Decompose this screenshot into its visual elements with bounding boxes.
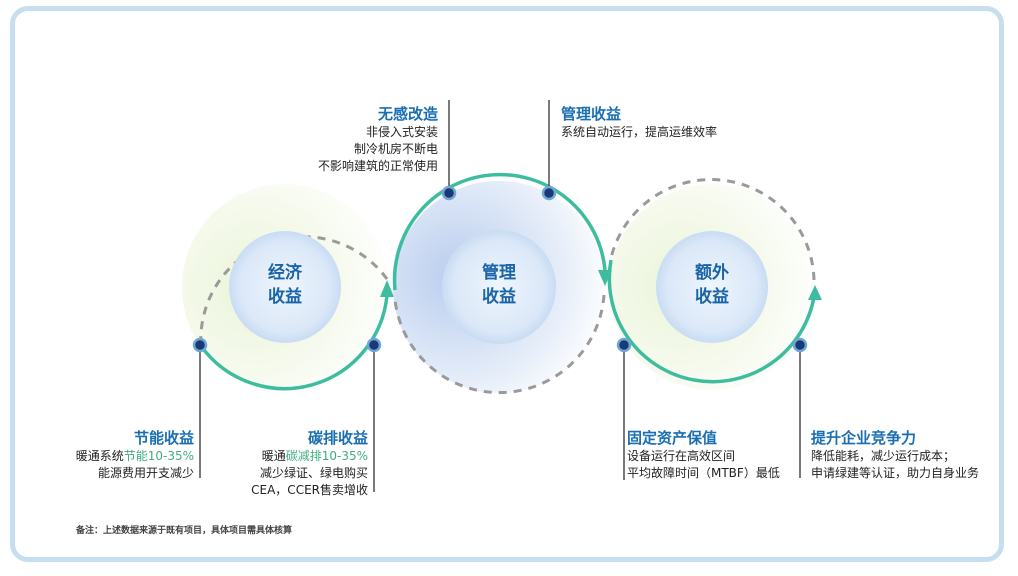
label-tanpai-highlight: 碳减排10-35% xyxy=(285,449,368,463)
label-tanpai-line2: 减少绿证、绿电购买 xyxy=(259,466,368,480)
label-tanpai-line1: 暖通碳减排10-35% xyxy=(251,448,368,465)
label-guanli-line: 系统自动运行，提高运维效率 xyxy=(561,125,718,139)
footnote: 备注：上述数据来源于既有项目，具体项目需具体核算 xyxy=(76,526,293,536)
marker-dots xyxy=(192,185,808,353)
label-tanpai-pre: 暖通 xyxy=(261,449,286,463)
circle-management: 管理 收益 xyxy=(392,172,612,395)
label-wugan-line: 非侵入式安装 xyxy=(365,125,438,139)
label-wugan-title: 无感改造 xyxy=(377,105,438,123)
connector-lines xyxy=(199,100,801,492)
circle-1-line2: 收益 xyxy=(268,286,302,307)
teal-arc-2 xyxy=(392,172,607,291)
label-tanpai-title: 碳排收益 xyxy=(307,429,368,447)
dashed-arc-2 xyxy=(393,294,606,395)
circle-extra: 额外 收益 xyxy=(607,178,822,390)
dot-tanpai xyxy=(366,337,382,353)
label-guding-line: 平均故障时间（MTBF）最低 xyxy=(627,466,780,480)
label-tisheng-line: 申请绿建等认证，助力自身业务 xyxy=(811,466,980,480)
label-jieneng-line1: 暖通系统节能10-35% xyxy=(76,448,194,465)
circle-3-line2: 收益 xyxy=(695,286,729,307)
label-tisheng: 提升企业竞争力 降低能耗，减少运行成本； 申请绿建等认证，助力自身业务 xyxy=(811,428,979,482)
circle-3-line1: 额外 xyxy=(695,262,729,283)
label-guding: 固定资产保值 设备运行在高效区间 平均故障时间（MTBF）最低 xyxy=(627,428,780,482)
circle-1-line1: 经济 xyxy=(268,262,303,283)
dot-wugan xyxy=(441,185,457,201)
teal-arc-1 xyxy=(199,294,389,391)
label-jieneng-line2: 能源费用开支减少 xyxy=(97,466,194,480)
label-guanli-title: 管理收益 xyxy=(561,105,622,123)
label-jieneng-highlight: 节能10-35% xyxy=(123,449,194,463)
arrow-head-1 xyxy=(380,280,394,297)
label-tanpai: 碳排收益 暖通碳减排10-35% 减少绿证、绿电购买 CEA，CCER售卖增收 xyxy=(251,428,368,499)
label-guanli: 管理收益 系统自动运行，提高运维效率 xyxy=(561,104,717,141)
label-guding-line: 设备运行在高效区间 xyxy=(627,449,736,463)
dot-jieneng xyxy=(192,337,208,353)
dot-tisheng xyxy=(792,337,808,353)
dot-guding xyxy=(616,337,632,353)
label-wugan: 无感改造 非侵入式安装 制冷机房不断电 不影响建筑的正常使用 xyxy=(318,104,438,175)
dot-guanli xyxy=(541,185,557,201)
label-wugan-line: 制冷机房不断电 xyxy=(353,142,438,156)
circle-2-line1: 管理 xyxy=(482,262,516,283)
label-guding-title: 固定资产保值 xyxy=(627,429,718,447)
circle-2-line2: 收益 xyxy=(482,286,516,307)
label-jieneng: 节能收益 暖通系统节能10-35% 能源费用开支减少 xyxy=(76,428,194,482)
label-tanpai-line3: CEA，CCER售卖增收 xyxy=(251,483,368,497)
label-tisheng-title: 提升企业竞争力 xyxy=(811,429,917,447)
label-wugan-line: 不影响建筑的正常使用 xyxy=(317,159,438,173)
arrow-head-2 xyxy=(598,270,612,286)
label-tisheng-line: 降低能耗，减少运行成本； xyxy=(811,449,956,463)
arrow-head-3 xyxy=(808,285,822,300)
circle-economic: 经济 收益 xyxy=(182,184,394,391)
label-jieneng-pre: 暖通系统 xyxy=(75,449,124,463)
label-jieneng-title: 节能收益 xyxy=(133,429,194,447)
dashed-arc-1 xyxy=(199,235,389,347)
